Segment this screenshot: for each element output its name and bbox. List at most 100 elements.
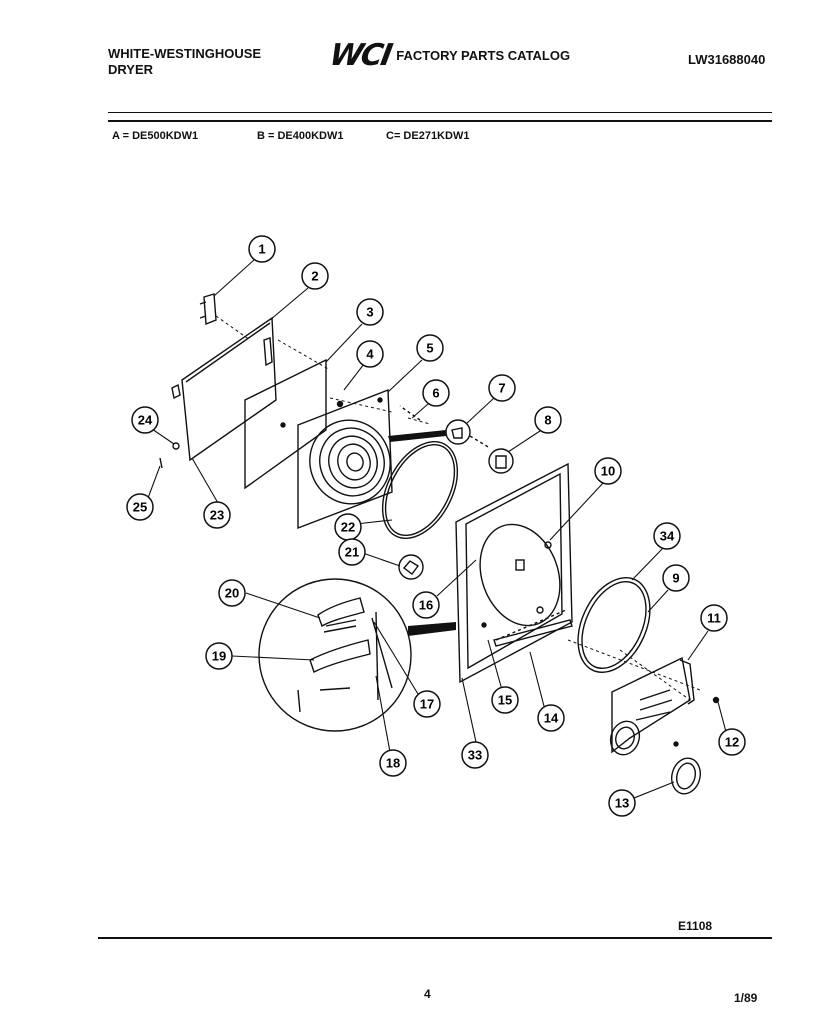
callout-circle [700,604,728,632]
callout-21: 21 [338,538,366,566]
part-seal-ring [381,440,459,540]
catalog-title-text: FACTORY PARTS CATALOG [396,48,571,63]
callout-number: 22 [341,520,355,535]
callout-4: 4 [356,340,384,368]
callout-number: 19 [212,649,226,664]
callout-24: 24 [131,406,159,434]
callout-number: 33 [468,748,482,763]
callout-number: 17 [420,697,434,712]
callout-circle [491,686,519,714]
callout-circle [608,789,636,817]
callout-23: 23 [203,501,231,529]
callout-25: 25 [126,493,154,521]
part-door-liner [244,358,327,490]
header-rule [108,120,772,122]
callout-circle [203,501,231,529]
callout-circle [413,690,441,718]
part-bushing-ring [670,757,702,795]
part-front-panel [455,462,573,684]
callout-number: 6 [432,386,439,401]
callout-circle [488,374,516,402]
callout-number: 15 [498,693,512,708]
callout-number: 3 [366,305,373,320]
part-door-handle-clip [199,293,217,326]
diagram-code: E1108 [678,919,713,933]
callout-1: 1 [248,235,276,263]
model-c: C= DE271KDW1 [386,130,470,142]
callout-circle [218,579,246,607]
brand-name: WHITE-WESTINGHOUSE [108,46,262,61]
callout-number: 10 [601,464,615,479]
callout-circle [131,406,159,434]
callout-number: 5 [426,341,433,356]
catalog-title: WCI FACTORY PARTS CATALOG [327,38,571,73]
callout-circle [338,538,366,566]
callout-circle [537,704,565,732]
callout-number: 21 [345,545,359,560]
part-outer-door-panel [171,316,277,462]
callout-wedge-7 [388,430,446,442]
callout-circle [653,522,681,550]
footer-rule [98,937,772,939]
callout-circle [205,642,233,670]
part-seal-ring-inner [384,443,456,537]
callout-2: 2 [301,262,329,290]
callout-16: 16 [412,591,440,619]
date-code: 1/89 [734,991,758,1005]
callout-17: 17 [413,690,441,718]
callout-circle [422,379,450,407]
callout-number: 7 [498,381,505,396]
callout-22: 22 [334,513,362,541]
callout-9: 9 [662,564,690,592]
callout-5: 5 [416,334,444,362]
callout-8: 8 [534,406,562,434]
detail-pointer-wedge [408,622,456,636]
callout-number: 14 [544,711,559,726]
callout-number: 11 [707,611,721,626]
callout-circle [534,406,562,434]
part-trim-strip [493,619,573,647]
callout-number: 20 [225,586,239,601]
callout-number: 34 [660,529,675,544]
callout-20: 20 [218,579,246,607]
callout-number: 25 [133,500,147,515]
callout-12: 12 [718,728,746,756]
detail-inset-hinge [258,578,412,732]
callout-circle [412,591,440,619]
product-type: DRYER [108,62,154,77]
leader-lines [147,259,727,799]
catalog-number: LW31688040 [688,52,766,67]
callout-circle [594,457,622,485]
callout-6: 6 [422,379,450,407]
model-b: B = DE400KDW1 [257,130,344,142]
callout-10: 10 [594,457,622,485]
part-front-bulkhead [297,388,393,530]
callout-number: 9 [672,571,679,586]
callout-3: 3 [356,298,384,326]
callout-circle [356,340,384,368]
callout-circle [718,728,746,756]
part-lint-duct-housing [609,656,695,756]
callout-circle [416,334,444,362]
callout-7: 7 [488,374,516,402]
callout-number: 24 [138,413,153,428]
part-door-seal [577,577,651,673]
part-switch-actuator [488,448,514,474]
callout-circle [379,749,407,777]
callout-circle [126,493,154,521]
model-a: A = DE500KDW1 [112,130,199,142]
callout-number: 13 [615,796,629,811]
callout-33: 33 [461,741,489,769]
part-door-seal-inner [581,580,647,670]
callout-circle [461,741,489,769]
page-number: 4 [424,987,431,1001]
callout-15: 15 [491,686,519,714]
callout-number: 2 [311,269,318,284]
part-screw-2 [673,741,679,747]
callout-13: 13 [608,789,636,817]
callout-18: 18 [379,749,407,777]
callout-number: 4 [366,347,374,362]
callout-34: 34 [653,522,681,550]
part-screw-25 [159,457,163,469]
